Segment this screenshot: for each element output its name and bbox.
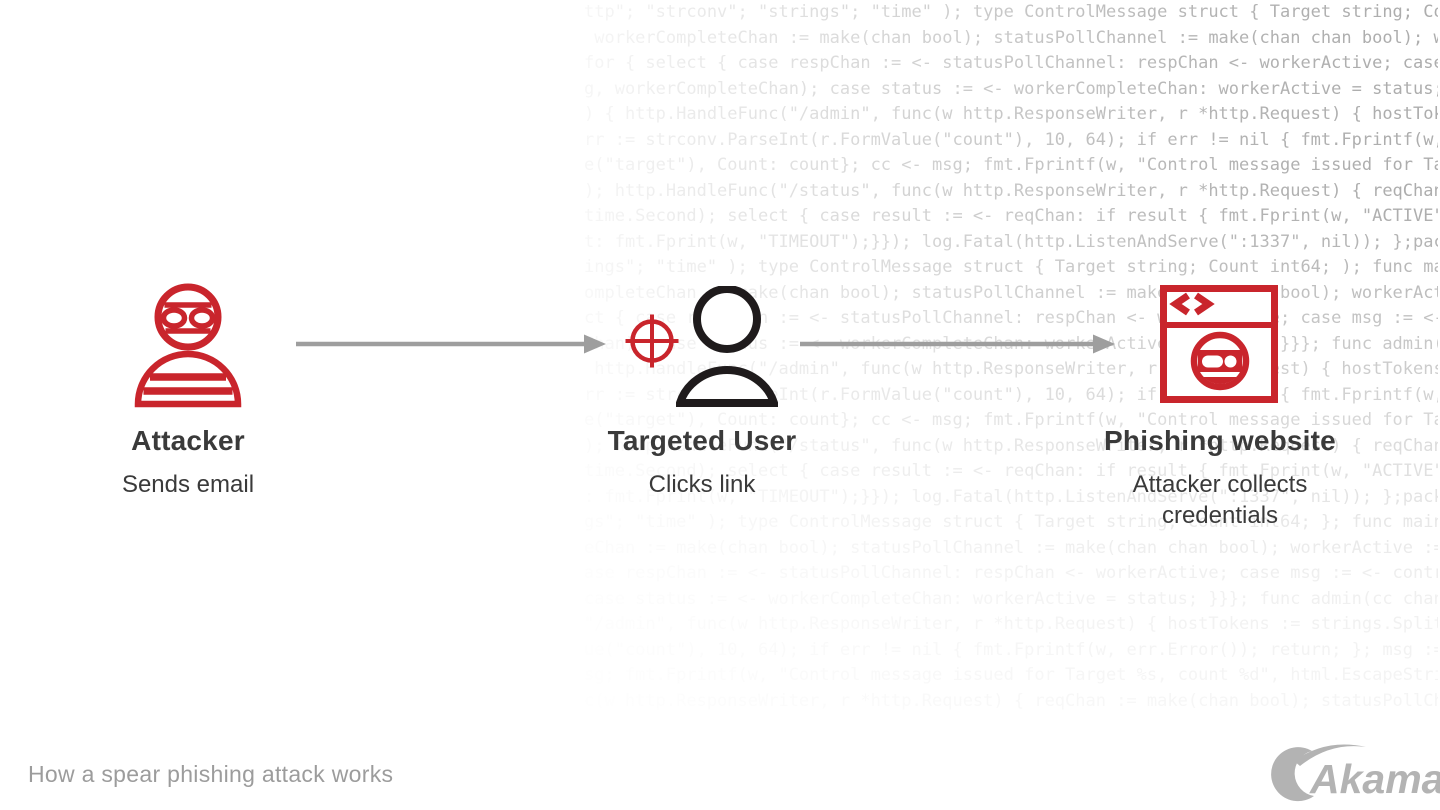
stage-attacker: Attacker Sends email	[58, 424, 318, 500]
stage-title: Targeted User	[607, 425, 797, 456]
person-icon	[676, 286, 778, 407]
stage-subtitle: Attacker collects credentials	[1132, 471, 1308, 529]
stage-title: Attacker	[131, 425, 245, 456]
masked-attacker-icon	[134, 283, 242, 408]
target-crosshair-icon	[625, 314, 679, 368]
stage-title: Phishing website	[1104, 425, 1336, 456]
akamai-crescent-icon	[1271, 747, 1314, 802]
akamai-logo: Akamai	[1271, 744, 1440, 802]
akamai-swoosh-icon	[1294, 744, 1366, 766]
phishing-browser-icon	[1160, 285, 1278, 403]
diagram-caption: How a spear phishing attack works	[28, 761, 394, 787]
flow-arrow-2	[800, 334, 1115, 354]
stage-subtitle: Sends email	[121, 471, 255, 498]
flow-arrow-1	[296, 334, 606, 354]
stage-subtitle: Clicks link	[648, 471, 756, 498]
stage-targeted-user: Targeted User Clicks link	[572, 424, 832, 500]
stage-phishing-website: Phishing website Attacker collects crede…	[1090, 424, 1350, 531]
akamai-wordmark: Akamai	[1309, 756, 1440, 802]
